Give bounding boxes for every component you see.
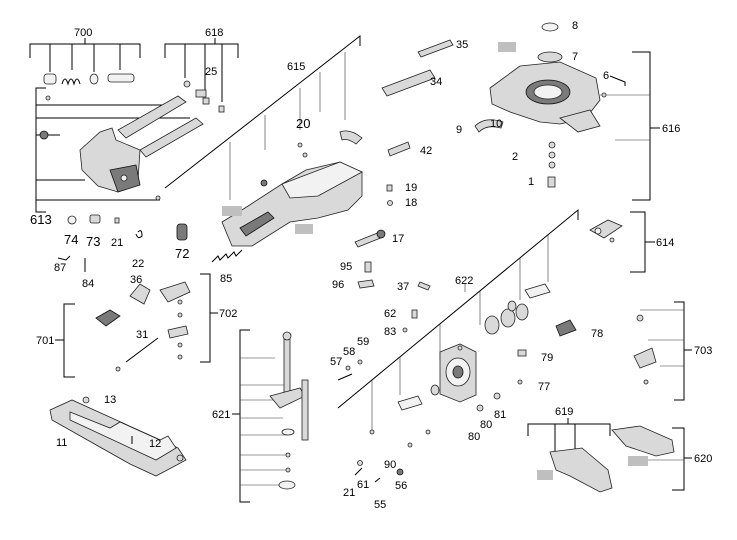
callout-21-lower: 21	[343, 487, 355, 499]
callout-22: 22	[132, 258, 144, 270]
callout-616: 616	[662, 123, 680, 135]
callout-62: 62	[384, 308, 396, 320]
callout-80-left: 80	[468, 431, 480, 443]
callout-621: 621	[212, 409, 230, 421]
callout-42: 42	[420, 145, 432, 157]
callout-701: 701	[36, 335, 54, 347]
callout-2: 2	[512, 151, 518, 163]
callout-37: 37	[397, 281, 409, 293]
callout-18: 18	[405, 197, 417, 209]
callout-700: 700	[74, 27, 92, 39]
callout-90: 90	[384, 459, 396, 471]
callout-614: 614	[656, 237, 674, 249]
callout-81: 81	[494, 409, 506, 421]
callout-25: 25	[205, 66, 217, 78]
callout-21-upper: 21	[111, 237, 123, 249]
callout-613: 613	[30, 212, 52, 227]
callout-620: 620	[694, 453, 712, 465]
callout-73: 73	[86, 234, 100, 249]
callout-13: 13	[104, 394, 116, 406]
callout-34: 34	[430, 76, 442, 88]
callout-80-right: 80	[480, 419, 492, 431]
callout-11: 11	[56, 437, 67, 449]
callout-10: 10	[490, 118, 502, 130]
part-shapes	[39, 22, 675, 493]
callout-7: 7	[572, 51, 578, 63]
callout-6: 6	[603, 70, 609, 82]
callout-622: 622	[455, 275, 473, 287]
callout-61: 61	[357, 479, 369, 491]
callout-57: 57	[330, 356, 342, 368]
callout-703: 703	[694, 345, 712, 357]
callout-58: 58	[343, 346, 355, 358]
bracket-lines	[29, 34, 692, 503]
callout-59: 59	[357, 336, 369, 348]
callout-702: 702	[219, 308, 237, 320]
callout-618: 618	[205, 27, 223, 39]
callout-56: 56	[395, 480, 407, 492]
callout-95: 95	[340, 261, 352, 273]
callout-9: 9	[456, 124, 462, 136]
callout-31: 31	[136, 329, 148, 341]
callout-1: 1	[528, 176, 534, 188]
callout-615: 615	[287, 61, 305, 73]
callout-96: 96	[332, 279, 344, 291]
callout-35: 35	[456, 39, 468, 51]
callout-78: 78	[591, 328, 603, 340]
callout-85: 85	[220, 273, 232, 285]
callout-72: 72	[175, 246, 189, 261]
callout-83: 83	[384, 326, 396, 338]
callout-74: 74	[64, 232, 78, 247]
callout-17: 17	[392, 233, 404, 245]
callout-619: 619	[555, 406, 573, 418]
callout-12: 12	[149, 438, 161, 450]
callout-79: 79	[541, 352, 553, 364]
callout-55: 55	[374, 499, 386, 511]
callout-8: 8	[572, 20, 578, 32]
callout-84: 84	[82, 278, 94, 290]
callout-labels: 700 618 615 616 613 614 622 702 701 703 …	[30, 20, 712, 511]
callout-87: 87	[54, 262, 66, 274]
callout-36: 36	[130, 274, 142, 286]
callout-19: 19	[405, 182, 417, 194]
callout-77: 77	[538, 381, 550, 393]
callout-20: 20	[296, 116, 310, 131]
